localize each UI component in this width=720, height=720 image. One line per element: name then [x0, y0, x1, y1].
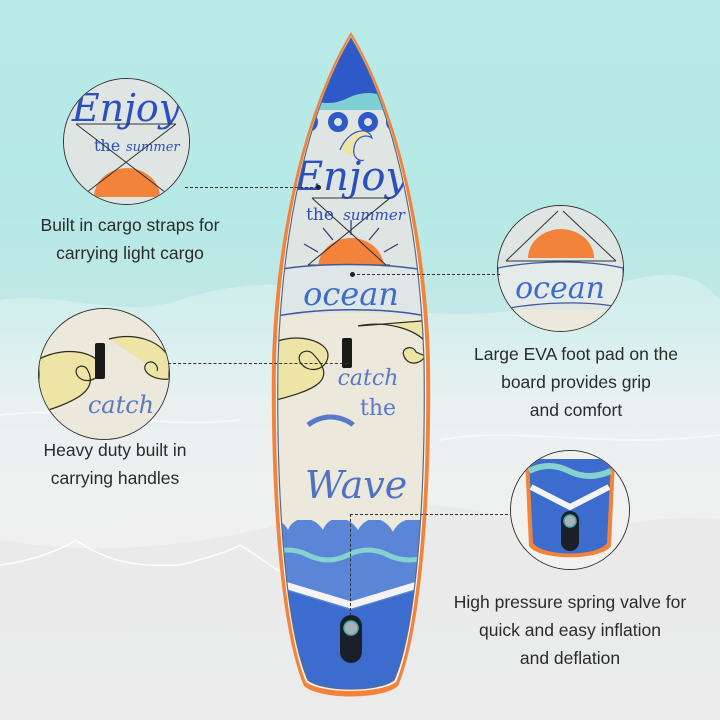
feature-line: carrying handles [50, 468, 180, 488]
svg-text:the: the [360, 396, 396, 421]
svg-text:the: the [94, 136, 120, 155]
feature-line: and deflation [519, 648, 621, 668]
feature-eva-foot-pad: Large EVA foot pad on the board provides… [440, 340, 712, 424]
feature-line: and comfort [529, 400, 623, 420]
leader-line-eva-pad [352, 274, 500, 275]
feature-line: High pressure spring valve for [453, 592, 687, 612]
svg-text:the: the [306, 205, 334, 225]
leader-line-handles [168, 363, 348, 364]
feature-spring-valve: High pressure spring valve for quick and… [430, 588, 710, 672]
svg-text:catch: catch [88, 391, 154, 419]
svg-text:Enjoy: Enjoy [71, 86, 181, 130]
feature-line: quick and easy inflation [479, 620, 661, 640]
feature-line: Heavy duty built in [43, 440, 187, 460]
svg-text:catch: catch [338, 366, 399, 391]
svg-text:summer: summer [126, 140, 180, 155]
zoom-circle-eva-pad: ocean [497, 205, 624, 332]
feature-line: carrying light cargo [56, 243, 204, 263]
feature-cargo-straps: Built in cargo straps for carrying light… [22, 211, 238, 267]
svg-text:Enjoy: Enjoy [293, 154, 409, 200]
leader-line-cargo-straps [185, 187, 318, 188]
leader-line-valve [350, 514, 508, 515]
anchor-dot-eva [350, 272, 355, 277]
leader-line-valve-vertical [350, 514, 351, 616]
paddle-board: Enjoy the summer ocean catch [271, 32, 431, 697]
svg-text:summer: summer [343, 206, 406, 224]
feature-carry-handles: Heavy duty built in carrying handles [10, 436, 220, 492]
feature-line: Built in cargo straps for [40, 215, 220, 235]
svg-text:ocean: ocean [515, 271, 605, 306]
zoom-circle-valve [510, 450, 630, 570]
feature-line: Large EVA foot pad on the [473, 344, 678, 364]
svg-text:ocean: ocean [303, 275, 399, 313]
feature-line: board provides grip [501, 372, 651, 392]
zoom-circle-cargo-straps: Enjoy the summer [63, 78, 190, 205]
anchor-dot-cargo [316, 185, 321, 190]
svg-text:Wave: Wave [305, 463, 407, 507]
zoom-circle-handles: catch [38, 308, 170, 440]
